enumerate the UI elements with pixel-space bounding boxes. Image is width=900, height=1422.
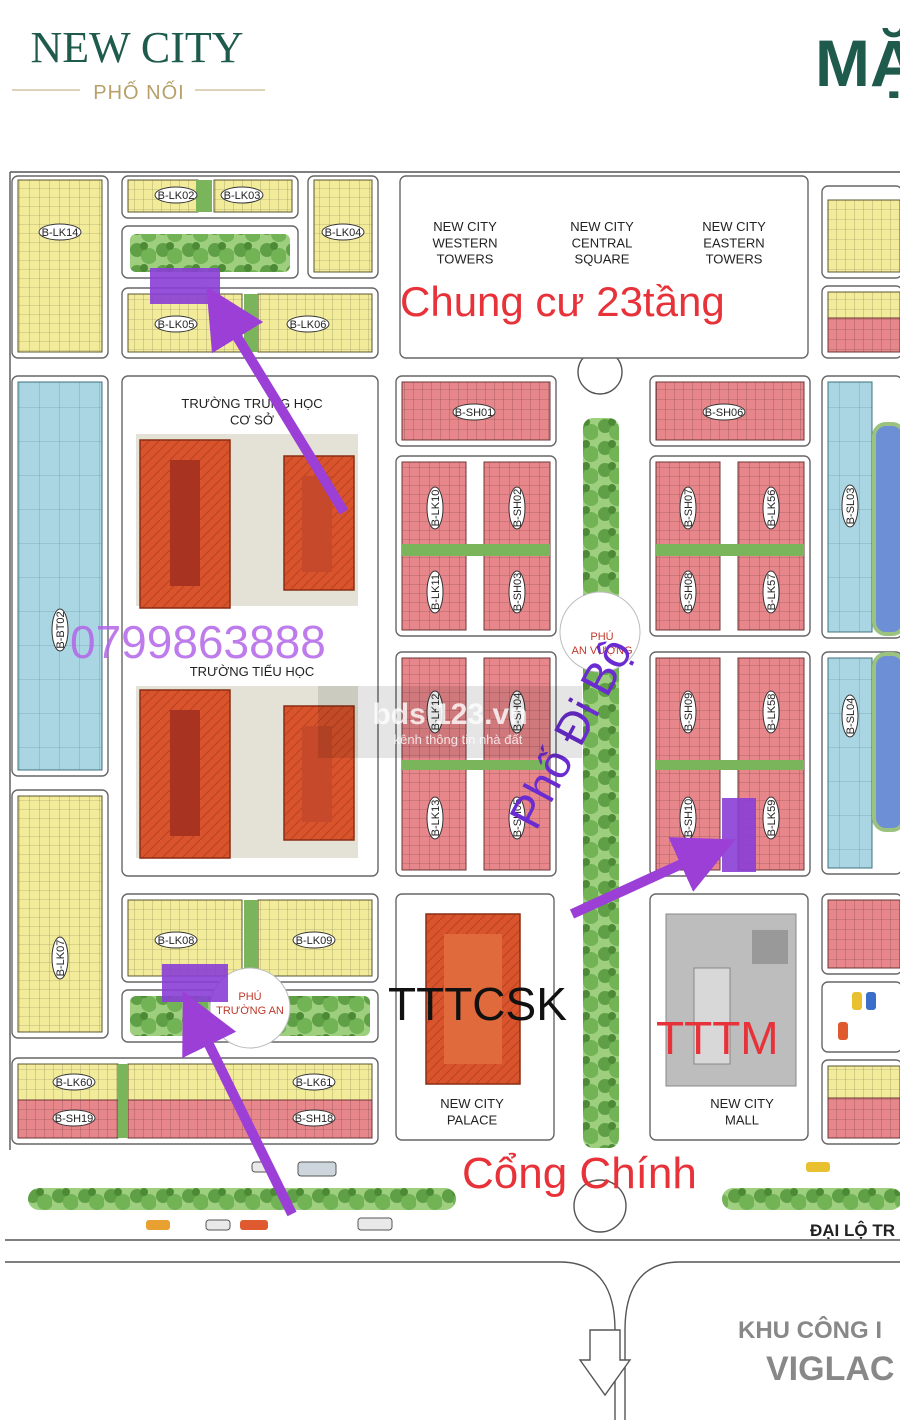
block-tag-label: B-LK07 xyxy=(55,940,67,977)
block-tag-label: B-LK58 xyxy=(766,694,778,731)
block-tag-label: B-SH01 xyxy=(455,407,494,419)
block-tag-sh04: B-SH04 xyxy=(508,690,526,734)
block-tag-sh03: B-SH03 xyxy=(508,570,526,614)
block-tag-label: B-SL04 xyxy=(845,698,857,735)
block-tag-label: B-SL03 xyxy=(845,488,857,525)
block-tag-label: B-LK59 xyxy=(766,800,778,837)
road-network xyxy=(5,171,900,1420)
block-tag-label: B-LK60 xyxy=(56,1077,93,1089)
block-tag-label: B-LK10 xyxy=(430,490,442,527)
header: NEW CITY PHỐ NỐI MẶ xyxy=(12,23,900,104)
block-tag-sh05: B-SH05 xyxy=(508,796,526,840)
block-tag-lk08: B-LK08 xyxy=(154,931,198,949)
block-tag-label: B-SH05 xyxy=(512,799,524,838)
block-tag-lk60: B-LK60 xyxy=(52,1073,96,1091)
block-tag-sh02: B-SH02 xyxy=(508,486,526,530)
brand-subtitle: PHỐ NỐI xyxy=(93,80,184,104)
block-tag-sh19: B-SH19 xyxy=(52,1109,96,1127)
block-tag-label: B-SH06 xyxy=(705,407,744,419)
block-tag-label: B-SH08 xyxy=(683,573,695,612)
block-tag-label: B-LK06 xyxy=(290,319,327,331)
health-center-annotation: TTTCSK xyxy=(388,978,567,1030)
watermark-tagline: kênh thông tin nhà đất xyxy=(394,732,523,747)
watermark-logo: bds 123.vn xyxy=(372,698,527,731)
block-tag-sh07: B-SH07 xyxy=(679,486,697,530)
block-tag-sh18: B-SH18 xyxy=(292,1109,336,1127)
block-tag-sh09: B-SH09 xyxy=(679,690,697,734)
block-tag-lk07: B-LK07 xyxy=(51,936,69,980)
block-tag-sh06: B-SH06 xyxy=(702,403,746,421)
block-tag-sh08: B-SH08 xyxy=(679,570,697,614)
block-tag-label: B-SH10 xyxy=(683,799,695,838)
block-tag-lk59: B-LK59 xyxy=(762,796,780,840)
block-tag-label: B-SH19 xyxy=(55,1113,94,1125)
block-tag-label: B-LK05 xyxy=(158,319,195,331)
block-tag-lk13: B-LK13 xyxy=(426,796,444,840)
block-tag-label: B-LK09 xyxy=(296,935,333,947)
apartments-annotation: Chung cư 23tầng xyxy=(400,278,725,325)
boulevard-label: ĐẠI LỘ TR xyxy=(810,1221,895,1240)
block-tag-sh10: B-SH10 xyxy=(679,796,697,840)
blue-lots xyxy=(17,381,873,869)
block-tag-label: B-LK14 xyxy=(42,227,79,239)
block-tag-label: B-SH18 xyxy=(295,1113,334,1125)
block-tag-lk04: B-LK04 xyxy=(321,223,365,241)
block-tag-lk11: B-LK11 xyxy=(426,570,444,614)
block-tag-label: B-LK08 xyxy=(158,935,195,947)
viglacera-label: VIGLAC xyxy=(766,1350,894,1388)
lakes xyxy=(872,422,900,832)
block-tag-lk06: B-LK06 xyxy=(286,315,330,333)
block-tag-lk02: B-LK02 xyxy=(154,186,198,204)
phone-annotation: 0799863888 xyxy=(70,616,326,668)
buildings xyxy=(425,913,797,1087)
block-tag-lk61: B-LK61 xyxy=(292,1073,336,1091)
block-tag-label: B-LK13 xyxy=(430,800,442,837)
block-tag-label: B-LK61 xyxy=(296,1077,333,1089)
mall-annotation: TTTM xyxy=(656,1012,779,1064)
block-tag-bt02: B-BT02 xyxy=(51,608,69,652)
block-tag-lk14: B-LK14 xyxy=(38,223,82,241)
block-tag-lk10: B-LK10 xyxy=(426,486,444,530)
brand-title: NEW CITY xyxy=(30,23,243,72)
block-tag-label: B-SH03 xyxy=(512,573,524,612)
block-tag-label: B-LK04 xyxy=(325,227,362,239)
block-tag-label: B-SH09 xyxy=(683,693,695,732)
block-tag-label: B-LK57 xyxy=(766,574,778,611)
block-tag-label: B-LK12 xyxy=(430,694,442,731)
block-tag-label: B-LK02 xyxy=(158,190,195,202)
block-tag-label: B-BT02 xyxy=(55,611,67,648)
block-tag-lk57: B-LK57 xyxy=(762,570,780,614)
block-tag-lk05: B-LK05 xyxy=(154,315,198,333)
block-tag-label: B-LK56 xyxy=(766,490,778,527)
industrial-zone-label: KHU CÔNG I xyxy=(738,1316,882,1344)
green-areas xyxy=(28,180,900,1210)
block-tag-sh01: B-SH01 xyxy=(452,403,496,421)
page-title-partial: MẶ xyxy=(815,26,900,100)
block-tag-sl04: B-SL04 xyxy=(841,694,859,738)
block-tag-label: B-SH04 xyxy=(512,693,524,732)
schools xyxy=(136,434,358,859)
block-tag-lk56: B-LK56 xyxy=(762,486,780,530)
block-tag-label: B-SH07 xyxy=(683,489,695,528)
watermark: bds 123.vn kênh thông tin nhà đất xyxy=(318,686,582,758)
block-tag-lk09: B-LK09 xyxy=(292,931,336,949)
block-tag-label: B-LK03 xyxy=(224,190,261,202)
block-tag-label: B-SH02 xyxy=(512,489,524,528)
block-tag-sl03: B-SL03 xyxy=(841,484,859,528)
primary-school-label: TRƯỜNG TIỂU HỌC xyxy=(190,664,315,679)
block-tag-label: B-LK11 xyxy=(430,574,442,610)
block-tag-lk12: B-LK12 xyxy=(426,690,444,734)
block-tag-lk03: B-LK03 xyxy=(220,186,264,204)
main-gate-annotation: Cổng Chính xyxy=(462,1149,697,1198)
block-tag-lk58: B-LK58 xyxy=(762,690,780,734)
